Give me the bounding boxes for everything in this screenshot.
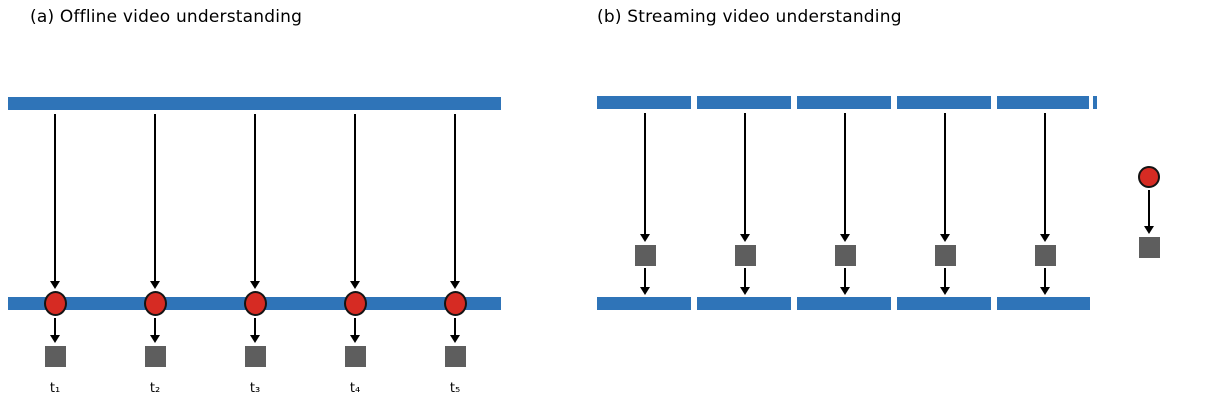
token-to-output-arrow	[1040, 268, 1050, 295]
stream-continuation-sliver	[1093, 96, 1097, 109]
arrowhead-icon	[640, 287, 650, 295]
memory-token-square	[1139, 237, 1160, 258]
frame-timestamp-label: t₃	[249, 381, 261, 396]
frame-sample-arrow	[450, 114, 460, 289]
frame-token-square	[445, 346, 466, 367]
stream-chunk-segment	[797, 96, 891, 109]
query-to-model-arrow	[1144, 190, 1154, 234]
chunk-process-arrow	[640, 113, 650, 242]
stream-chunk-segment	[597, 96, 691, 109]
arrowhead-icon	[940, 287, 950, 295]
frame-timestamp-label: t₁	[49, 381, 61, 396]
arrowhead-icon	[940, 234, 950, 242]
arrowhead-icon	[450, 281, 460, 289]
right-panel-title: (b) Streaming video understanding	[597, 7, 902, 27]
frame-timestamp-label: t₂	[149, 381, 161, 396]
chunk-process-arrow	[840, 113, 850, 242]
memory-token-square	[835, 245, 856, 266]
frame-timestamp-label: t₅	[449, 381, 461, 396]
sampled-frame-dot	[443, 290, 467, 316]
dot-to-token-arrow	[250, 318, 260, 343]
arrowhead-icon	[1040, 287, 1050, 295]
arrowhead-icon	[350, 281, 360, 289]
stream-chunk-segment	[697, 96, 791, 109]
stream-chunk-segment	[897, 96, 991, 109]
output-timeline-segment	[997, 297, 1090, 310]
memory-token-square	[935, 245, 956, 266]
arrowhead-icon	[1144, 226, 1154, 234]
output-timeline-segment	[797, 297, 891, 310]
left-panel-title: (a) Offline video understanding	[30, 7, 303, 27]
token-to-output-arrow	[640, 268, 650, 295]
token-to-output-arrow	[840, 268, 850, 295]
arrowhead-icon	[150, 335, 160, 343]
arrowhead-icon	[840, 287, 850, 295]
sampled-frame-dot	[143, 290, 167, 316]
arrowhead-icon	[840, 234, 850, 242]
frame-sample-arrow	[150, 114, 160, 289]
chunk-process-arrow	[940, 113, 950, 242]
arrowhead-icon	[250, 281, 260, 289]
frame-token-square	[245, 346, 266, 367]
frame-token-square	[45, 346, 66, 367]
sampled-frame-dot	[43, 290, 67, 316]
arrowhead-icon	[250, 335, 260, 343]
dot-to-token-arrow	[150, 318, 160, 343]
sampled-frame-dot	[343, 290, 367, 316]
sampled-frame-dot	[243, 290, 267, 316]
chunk-process-arrow	[1040, 113, 1050, 242]
memory-token-square	[735, 245, 756, 266]
left-video-bar	[8, 97, 501, 110]
memory-token-square	[1035, 245, 1056, 266]
arrowhead-icon	[740, 287, 750, 295]
frame-timestamp-label: t₄	[349, 381, 361, 396]
chunk-process-arrow	[740, 113, 750, 242]
arrowhead-icon	[350, 335, 360, 343]
arrowhead-icon	[50, 335, 60, 343]
arrowhead-icon	[450, 335, 460, 343]
arrowhead-icon	[1040, 234, 1050, 242]
token-to-output-arrow	[940, 268, 950, 295]
arrowhead-icon	[640, 234, 650, 242]
stream-chunk-segment	[997, 96, 1089, 109]
frame-sample-arrow	[350, 114, 360, 289]
frame-sample-arrow	[50, 114, 60, 289]
dot-to-token-arrow	[450, 318, 460, 343]
current-query-dot	[1138, 166, 1160, 188]
frame-token-square	[345, 346, 366, 367]
output-timeline-segment	[597, 297, 691, 310]
memory-token-square	[635, 245, 656, 266]
arrowhead-icon	[50, 281, 60, 289]
output-timeline-segment	[697, 297, 791, 310]
arrowhead-icon	[150, 281, 160, 289]
frame-token-square	[145, 346, 166, 367]
frame-sample-arrow	[250, 114, 260, 289]
dot-to-token-arrow	[50, 318, 60, 343]
arrowhead-icon	[740, 234, 750, 242]
output-timeline-segment	[897, 297, 991, 310]
token-to-output-arrow	[740, 268, 750, 295]
dot-to-token-arrow	[350, 318, 360, 343]
